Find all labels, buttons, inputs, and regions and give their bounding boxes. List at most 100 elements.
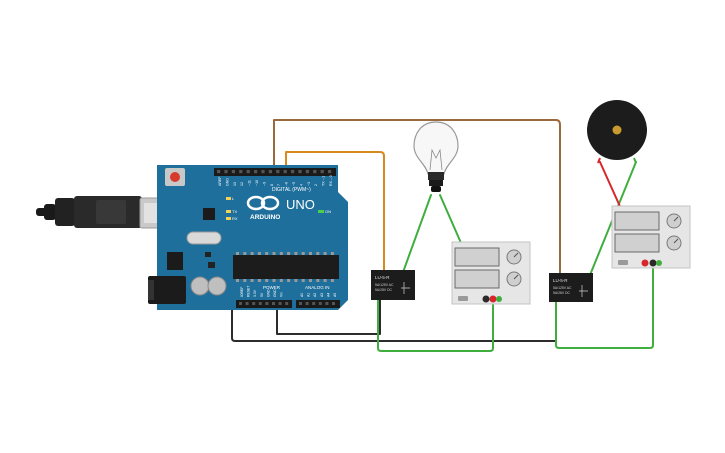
header-pin[interactable] xyxy=(278,302,282,305)
wire-green-relay2-supply[interactable] xyxy=(555,261,654,349)
analog-pin-label: A3 xyxy=(320,293,324,297)
header-pin[interactable] xyxy=(305,302,309,305)
header-pin[interactable] xyxy=(332,302,335,305)
wire-black-relay1[interactable] xyxy=(276,299,381,335)
header-pin[interactable] xyxy=(231,170,235,174)
l-label: L xyxy=(232,196,235,201)
relay-1-model: LU-5-R xyxy=(375,275,390,280)
chip-pin xyxy=(301,252,305,255)
piezo-buzzer[interactable] xyxy=(587,100,647,164)
relay-2-rating-dc: 5A/28V DC xyxy=(553,291,571,295)
header-pin[interactable] xyxy=(283,170,287,174)
header-pin[interactable] xyxy=(325,302,329,305)
relay-1[interactable]: LU-5-R 5A/125V AC 5A/28V DC xyxy=(371,270,415,300)
dc-power-supply-left[interactable] xyxy=(451,241,531,305)
relay-1-rating-ac: 5A/125V AC xyxy=(375,283,394,287)
voltage-regulator xyxy=(167,252,183,270)
digital-pin-label: RX←0 xyxy=(329,175,333,186)
light-bulb[interactable] xyxy=(413,121,459,192)
chip-pin xyxy=(323,279,327,282)
chip-pin xyxy=(309,279,312,282)
header-pin[interactable] xyxy=(276,170,280,174)
header-pin[interactable] xyxy=(285,302,289,305)
chip-pin xyxy=(309,252,312,255)
analog-label: ANALOG IN xyxy=(305,285,330,290)
wire-green-relay1-supply[interactable] xyxy=(377,299,494,352)
header-pin[interactable] xyxy=(252,302,256,305)
digital-pin-label: 7 xyxy=(277,184,281,186)
positive-terminal[interactable] xyxy=(649,259,657,267)
wire-green-bulb-relay1[interactable] xyxy=(401,194,432,276)
chip-pin xyxy=(323,252,327,255)
header-pin[interactable] xyxy=(258,302,262,305)
digital-pin-label: GND xyxy=(225,178,229,186)
header-pin[interactable] xyxy=(224,170,228,174)
analog-header xyxy=(296,300,340,308)
digital-pin-label: TX→1 xyxy=(322,176,326,186)
chip-pin xyxy=(236,252,239,255)
tx-label: TX xyxy=(232,209,237,214)
negative-terminal[interactable] xyxy=(482,295,490,303)
capacitor-2 xyxy=(207,276,227,296)
digital-pin-label: ~10 xyxy=(255,180,259,186)
chip-pin xyxy=(330,279,334,282)
chip-pin xyxy=(272,279,276,282)
digital-pin-label: 4 xyxy=(299,184,303,186)
wire-orange[interactable] xyxy=(285,151,385,276)
digital-pin-label: 12 xyxy=(240,182,244,186)
chip-pin xyxy=(330,252,334,255)
digital-pin-label: AREF xyxy=(218,176,222,186)
header-pin[interactable] xyxy=(291,170,295,174)
header-pin[interactable] xyxy=(298,170,302,174)
header-pin[interactable] xyxy=(265,302,269,305)
header-pin[interactable] xyxy=(239,170,243,174)
power-led xyxy=(318,210,324,213)
analog-pin-label: A2 xyxy=(313,293,317,297)
digital-pin-label: ~6 xyxy=(285,182,289,186)
digital-pin-label: 2 xyxy=(314,184,318,186)
chip-pin xyxy=(272,252,276,255)
power-pin-label: Vin xyxy=(280,292,284,297)
header-pin[interactable] xyxy=(313,170,317,174)
header-pin[interactable] xyxy=(299,302,302,305)
chip-pin xyxy=(257,279,261,282)
arduino-logo-icon xyxy=(246,195,280,211)
relay-2[interactable]: LU-5-R 5A/125V AC 5A/28V DC xyxy=(549,273,593,302)
brand-label: ARDUINO xyxy=(250,214,280,221)
header-pin[interactable] xyxy=(239,302,242,305)
header-pin[interactable] xyxy=(268,170,272,174)
header-pin[interactable] xyxy=(272,302,275,305)
chip-pin xyxy=(243,279,247,282)
digital-pin-label: ~11 xyxy=(248,180,252,186)
wire-brown[interactable] xyxy=(273,119,561,279)
chip-pin xyxy=(236,279,239,282)
header-pin[interactable] xyxy=(320,170,324,174)
header-pin[interactable] xyxy=(246,170,250,174)
header-pin[interactable] xyxy=(305,170,309,174)
header-pin[interactable] xyxy=(318,302,322,305)
usb-chip xyxy=(203,208,215,220)
capacitor-1 xyxy=(190,276,210,296)
digital-header xyxy=(214,168,336,176)
wire-black-gnd[interactable] xyxy=(231,169,557,342)
header-pin[interactable] xyxy=(254,170,258,174)
header-pin[interactable] xyxy=(261,170,265,174)
header-pin[interactable] xyxy=(217,170,221,174)
arduino-uno[interactable]: ARDUINO UNO DIGITAL (PWM~) POWER ANALOG … xyxy=(148,165,348,310)
positive-terminal[interactable] xyxy=(489,295,497,303)
digital-pin-label: ~5 xyxy=(292,182,296,186)
model-label: UNO xyxy=(286,197,315,212)
on-label: ON xyxy=(325,209,331,214)
digital-pin-label: ~9 xyxy=(262,182,266,186)
chip-pin xyxy=(265,252,269,255)
chip-pin xyxy=(250,252,254,255)
analog-pin-label: A5 xyxy=(333,293,337,297)
negative-terminal[interactable] xyxy=(641,259,649,267)
header-pin[interactable] xyxy=(245,302,249,305)
header-pin[interactable] xyxy=(312,302,316,305)
crystal xyxy=(186,231,222,245)
dc-power-supply-right[interactable] xyxy=(611,205,691,269)
relay-2-model: LU-5-R xyxy=(553,278,568,283)
power-pin-label: GND xyxy=(273,289,277,297)
header-pin[interactable] xyxy=(328,170,332,174)
